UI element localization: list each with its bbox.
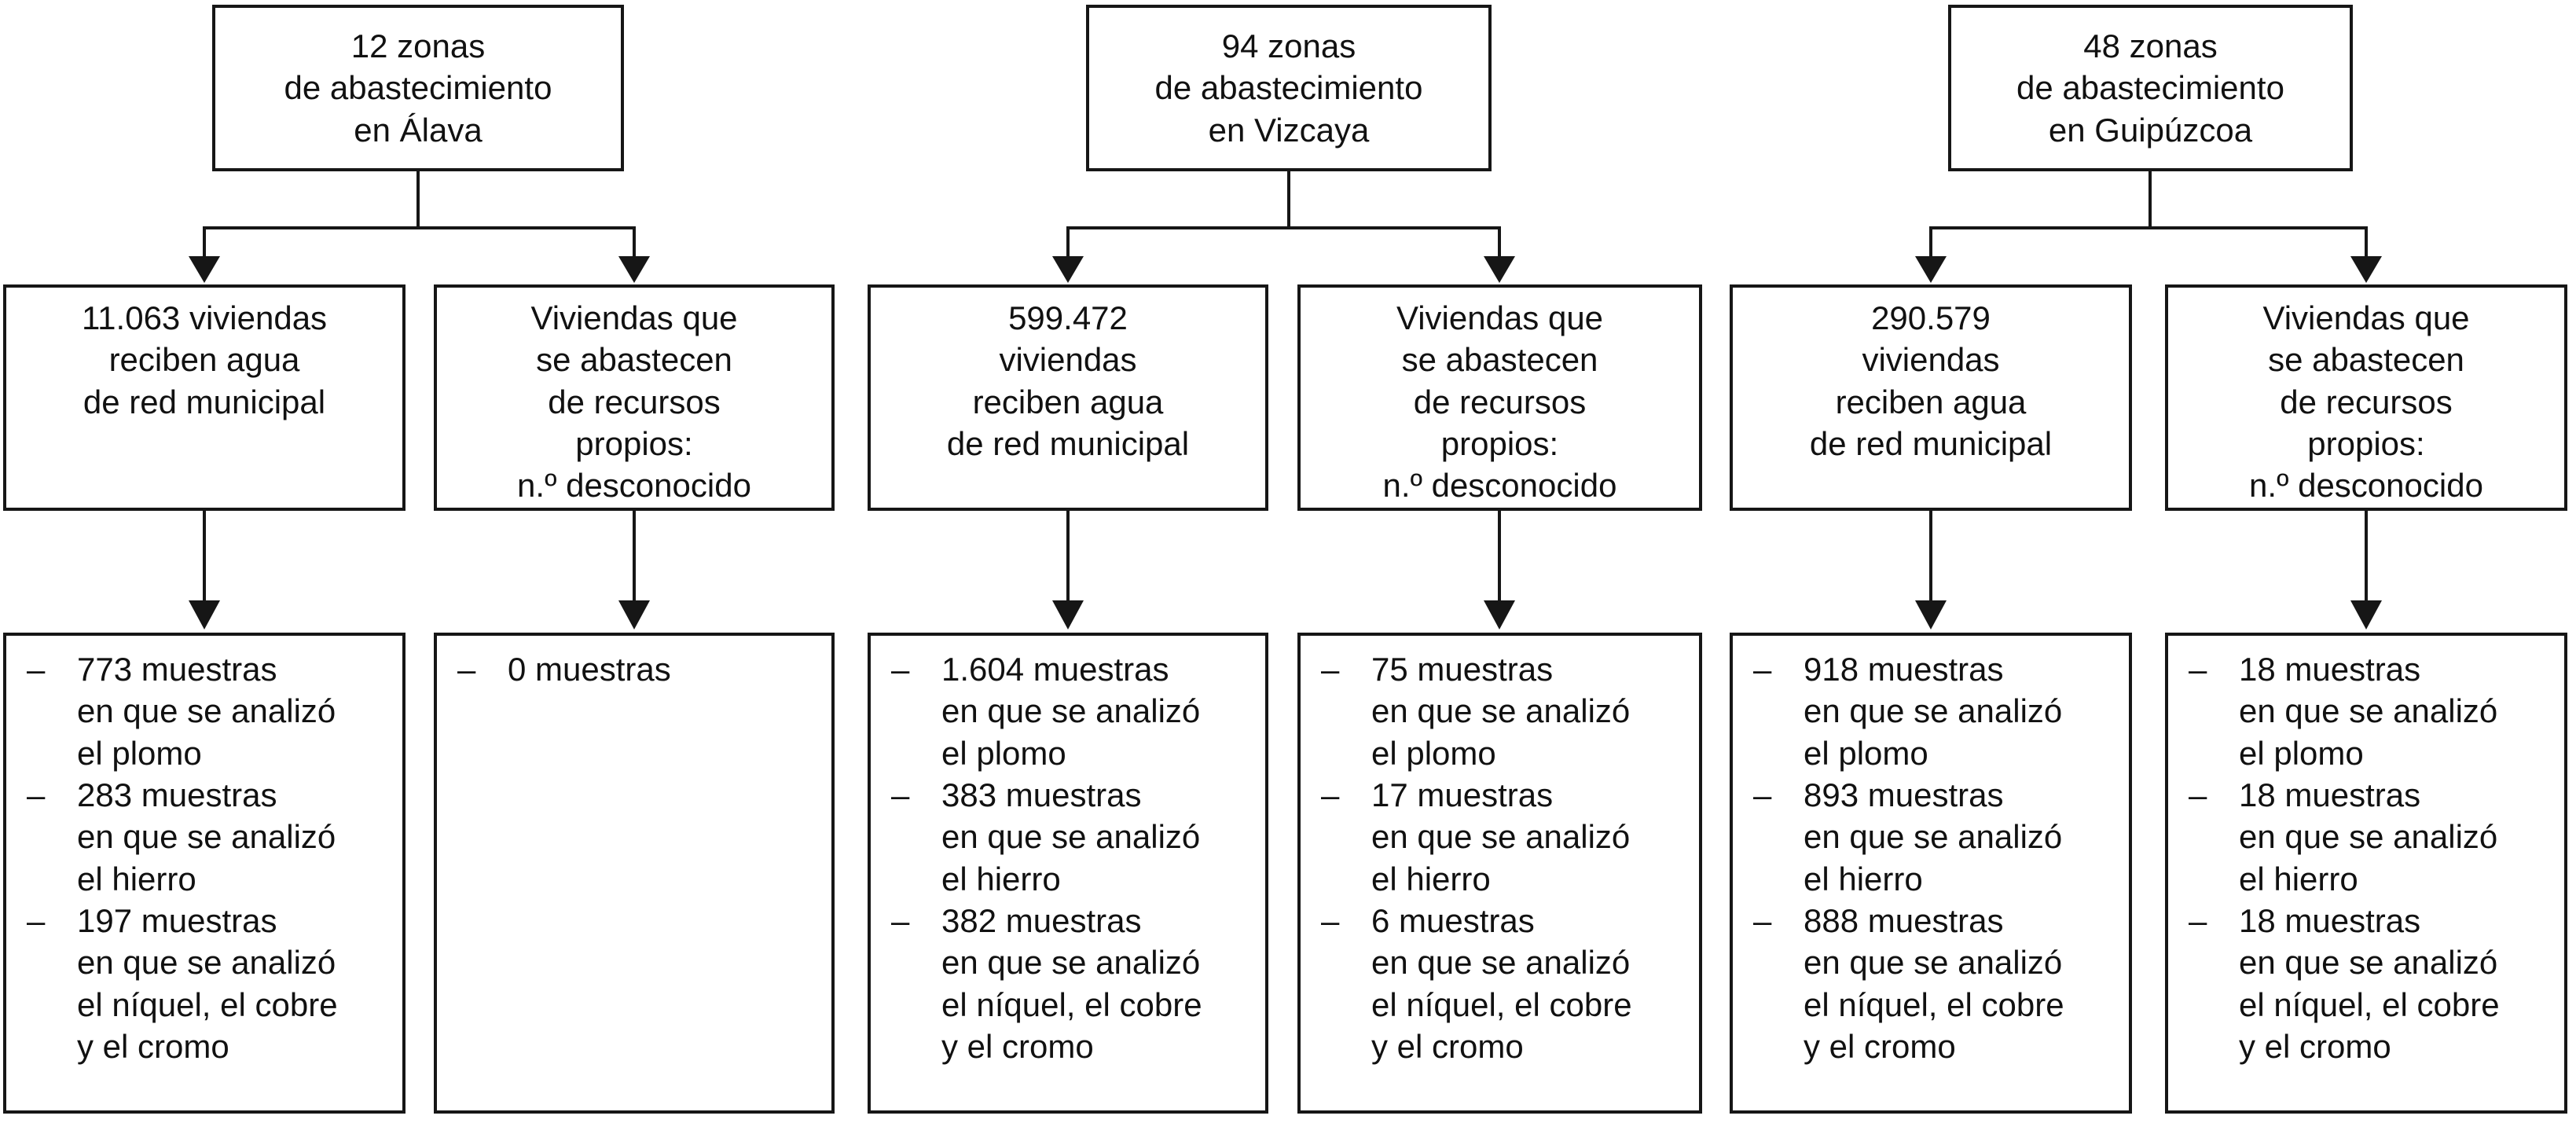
sample-item: – 6 muestras en que se analizó el níquel… bbox=[1321, 900, 1693, 1067]
zones-label-alava: 12 zonas de abastecimiento en Álava bbox=[284, 28, 552, 149]
sample-text: 382 muestras en que se analizó el níquel… bbox=[941, 901, 1202, 1065]
own-samples-box-vizcaya: – 75 muestras en que se analizó el plomo… bbox=[1297, 633, 1702, 1114]
list-dash: – bbox=[2189, 901, 2207, 939]
sample-item: – 17 muestras en que se analizó el hierr… bbox=[1321, 774, 1693, 900]
sample-item: – 75 muestras en que se analizó el plomo bbox=[1321, 648, 1693, 774]
sample-text: 383 muestras en que se analizó el hierro bbox=[941, 776, 1201, 897]
municipal-samples-box-vizcaya: – 1.604 muestras en que se analizó el pl… bbox=[868, 633, 1268, 1114]
sample-item: – 918 muestras en que se analizó el plom… bbox=[1753, 648, 2123, 774]
list-dash: – bbox=[27, 901, 46, 939]
municipal-label-vizcaya: 599.472 viviendas reciben agua de red mu… bbox=[946, 299, 1190, 462]
sample-text: 283 muestras en que se analizó el hierro bbox=[77, 776, 336, 897]
zones-box-guipuzcoa: 48 zonas de abastecimiento en Guipúzcoa bbox=[1948, 5, 2353, 171]
list-dash: – bbox=[457, 651, 476, 688]
sample-item: – 888 muestras en que se analizó el níqu… bbox=[1753, 900, 2123, 1067]
list-dash: – bbox=[891, 901, 910, 939]
municipal-box-alava: 11.063 viviendas reciben agua de red mun… bbox=[3, 284, 405, 511]
list-dash: – bbox=[2189, 776, 2207, 813]
sample-item: – 197 muestras en que se analizó el níqu… bbox=[27, 900, 396, 1067]
sample-text: 17 muestras en que se analizó el hierro bbox=[1371, 776, 1631, 897]
own-supply-label-alava: Viviendas que se abastecen de recursos p… bbox=[517, 299, 751, 505]
zones-label-vizcaya: 94 zonas de abastecimiento en Vizcaya bbox=[1154, 28, 1423, 149]
sample-text: 0 muestras bbox=[508, 651, 671, 688]
sample-item: – 383 muestras en que se analizó el hier… bbox=[891, 774, 1259, 900]
zones-label-guipuzcoa: 48 zonas de abastecimiento en Guipúzcoa bbox=[2016, 28, 2284, 149]
sample-text: 75 muestras en que se analizó el plomo bbox=[1371, 651, 1631, 772]
list-dash: – bbox=[27, 651, 46, 688]
sample-text: 918 muestras en que se analizó el plomo bbox=[1804, 651, 2063, 772]
sample-item: – 18 muestras en que se analizó el plomo bbox=[2189, 648, 2558, 774]
sample-text: 197 muestras en que se analizó el níquel… bbox=[77, 901, 338, 1065]
own-supply-box-guipuzcoa: Viviendas que se abastecen de recursos p… bbox=[2165, 284, 2567, 511]
list-dash: – bbox=[1753, 901, 1772, 939]
sample-text: 773 muestras en que se analizó el plomo bbox=[77, 651, 336, 772]
sample-item: – 283 muestras en que se analizó el hier… bbox=[27, 774, 396, 900]
list-dash: – bbox=[1321, 776, 1340, 813]
municipal-label-guipuzcoa: 290.579 viviendas reciben agua de red mu… bbox=[1809, 299, 2053, 462]
sample-item: – 1.604 muestras en que se analizó el pl… bbox=[891, 648, 1259, 774]
municipal-samples-box-guipuzcoa: – 918 muestras en que se analizó el plom… bbox=[1730, 633, 2132, 1114]
list-dash: – bbox=[1321, 651, 1340, 688]
list-dash: – bbox=[891, 776, 910, 813]
own-supply-box-alava: Viviendas que se abastecen de recursos p… bbox=[434, 284, 835, 511]
sample-item: – 893 muestras en que se analizó el hier… bbox=[1753, 774, 2123, 900]
sample-text: 18 muestras en que se analizó el plomo bbox=[2239, 651, 2498, 772]
list-dash: – bbox=[27, 776, 46, 813]
own-supply-label-guipuzcoa: Viviendas que se abastecen de recursos p… bbox=[2249, 299, 2483, 505]
connector-vizcaya bbox=[1052, 171, 1515, 629]
own-supply-box-vizcaya: Viviendas que se abastecen de recursos p… bbox=[1297, 284, 1702, 511]
own-samples-box-alava: – 0 muestras bbox=[434, 633, 835, 1114]
connector-guipuzcoa bbox=[1915, 171, 2382, 629]
own-supply-label-vizcaya: Viviendas que se abastecen de recursos p… bbox=[1382, 299, 1617, 505]
sample-item: – 18 muestras en que se analizó el níque… bbox=[2189, 900, 2558, 1067]
sample-text: 1.604 muestras en que se analizó el plom… bbox=[941, 651, 1201, 772]
sample-item: – 0 muestras bbox=[457, 648, 825, 690]
sample-text: 888 muestras en que se analizó el níquel… bbox=[1804, 901, 2064, 1065]
own-samples-box-guipuzcoa: – 18 muestras en que se analizó el plomo… bbox=[2165, 633, 2567, 1114]
municipal-label-alava: 11.063 viviendas reciben agua de red mun… bbox=[81, 299, 328, 420]
municipal-box-guipuzcoa: 290.579 viviendas reciben agua de red mu… bbox=[1730, 284, 2132, 511]
list-dash: – bbox=[1753, 651, 1772, 688]
connector-alava bbox=[189, 171, 650, 629]
list-dash: – bbox=[1321, 901, 1340, 939]
sample-text: 18 muestras en que se analizó el níquel,… bbox=[2239, 901, 2500, 1065]
list-dash: – bbox=[2189, 651, 2207, 688]
municipal-box-vizcaya: 599.472 viviendas reciben agua de red mu… bbox=[868, 284, 1268, 511]
list-dash: – bbox=[891, 651, 910, 688]
municipal-samples-box-alava: – 773 muestras en que se analizó el plom… bbox=[3, 633, 405, 1114]
sample-item: – 18 muestras en que se analizó el hierr… bbox=[2189, 774, 2558, 900]
list-dash: – bbox=[1753, 776, 1772, 813]
zones-box-vizcaya: 94 zonas de abastecimiento en Vizcaya bbox=[1086, 5, 1492, 171]
sample-item: – 382 muestras en que se analizó el níqu… bbox=[891, 900, 1259, 1067]
sample-text: 18 muestras en que se analizó el hierro bbox=[2239, 776, 2498, 897]
sample-item: – 773 muestras en que se analizó el plom… bbox=[27, 648, 396, 774]
sample-text: 893 muestras en que se analizó el hierro bbox=[1804, 776, 2063, 897]
zones-box-alava: 12 zonas de abastecimiento en Álava bbox=[212, 5, 624, 171]
sample-text: 6 muestras en que se analizó el níquel, … bbox=[1371, 901, 1632, 1065]
